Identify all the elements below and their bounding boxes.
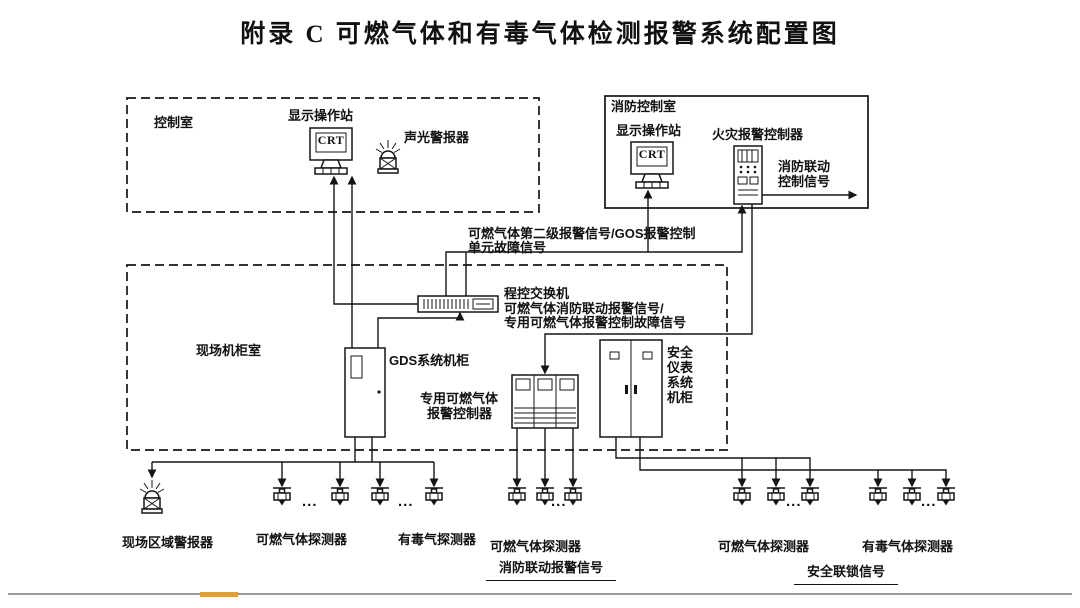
pbx-out-signal-label: 可燃气体消防联动报警信号/ — [504, 301, 664, 316]
wire-fire-controller-to-dedicated-controller — [540, 204, 753, 375]
detector-icon — [902, 487, 922, 507]
dedicated-controller-label: 报警控制器 — [427, 406, 493, 421]
sound-light-alarm-label: 声光警报器 — [404, 130, 470, 145]
detector-group-label: 可燃气体探测器 — [718, 539, 810, 554]
gds-cabinet-icon — [344, 347, 386, 438]
pbx-switch-icon — [417, 295, 499, 313]
sound-light-alarm-icon — [375, 139, 401, 174]
area-alarm-label: 现场区域警报器 — [122, 535, 214, 550]
footer-divider — [8, 593, 1072, 595]
safety-interlock-signal-label: 安全联锁信号 — [794, 564, 899, 585]
field-cabinet-room-label: 现场机柜室 — [196, 343, 262, 358]
second-level-signal-label: 可燃气体第二级报警信号/GOS报警控制 — [468, 226, 696, 241]
wire-sis-bus-2 — [639, 437, 951, 488]
ellipsis-more-detectors: ... — [302, 493, 318, 510]
fire-control-room-box — [604, 95, 869, 209]
ellipsis-more-detectors: ... — [398, 493, 414, 510]
control-room-box — [126, 97, 540, 213]
detector-icon — [370, 487, 390, 507]
ellipsis-more-detectors: ... — [921, 493, 937, 510]
display-station-label: 显示操作站 — [288, 108, 354, 123]
display-station-label: 显示操作站 — [616, 123, 682, 138]
detector-icon — [936, 487, 956, 507]
wire-pbx-to-control-crt — [329, 175, 418, 305]
fire-linkage-alarm-signal-label: 消防联动报警信号 — [486, 560, 617, 581]
dedicated-controller-label: 专用可燃气体 — [420, 391, 499, 406]
sis-cabinet-icon — [599, 339, 663, 438]
fire-linkage-signal-label: 消防联动 — [778, 159, 831, 174]
gas-detectors — [272, 487, 956, 507]
crt-label: CRT — [317, 133, 345, 147]
detector-group-label: 有毒气探测器 — [398, 532, 477, 547]
detector-icon — [330, 487, 350, 507]
sis-cabinet-label: 机柜 — [667, 390, 694, 405]
wire-sis-bus-1 — [615, 437, 815, 488]
second-level-signal-label: 单元故障信号 — [468, 240, 547, 255]
detector-group-label: 有毒气体探测器 — [862, 539, 954, 554]
detector-icon — [868, 487, 888, 507]
detector-group-label: 可燃气体探测器 — [490, 539, 582, 554]
crt-label: CRT — [638, 147, 666, 161]
wire-gds-to-pbx — [377, 311, 465, 348]
fire-control-room-label: 消防控制室 — [611, 99, 677, 114]
detector-group-label: 可燃气体探测器 — [256, 532, 348, 547]
page-title: 附录 C 可燃气体和有毒气体检测报警系统配置图 — [240, 21, 840, 48]
detector-icon — [800, 487, 820, 507]
footer-accent-bar — [200, 592, 238, 597]
ellipsis-more-detectors: ... — [551, 493, 567, 510]
detector-icon — [272, 487, 292, 507]
ellipsis-more-detectors: ... — [786, 493, 802, 510]
area-alarm-beacon-icon — [139, 479, 165, 514]
fire-alarm-controller-icon — [733, 145, 763, 205]
sis-cabinet-label: 仪表 — [667, 360, 694, 375]
control-room-label: 控制室 — [154, 115, 194, 130]
field-cabinet-room-box — [126, 264, 728, 451]
pbx-out-signal-label: 专用可燃气体报警控制故障信号 — [504, 315, 687, 330]
detector-icon — [766, 487, 786, 507]
detector-icon — [424, 487, 444, 507]
wire-pbx-to-fire-controller — [445, 204, 747, 296]
gds-cabinet-label: GDS系统机柜 — [389, 353, 470, 368]
dedicated-controller-icon — [511, 374, 579, 429]
fire-linkage-signal-label: 控制信号 — [778, 174, 831, 189]
detector-icon — [732, 487, 752, 507]
detector-icon — [563, 487, 583, 507]
detector-icon — [507, 487, 527, 507]
sis-cabinet-label: 系统 — [667, 375, 694, 390]
pbx-switch-label: 程控交换机 — [504, 286, 570, 301]
sis-cabinet-label: 安全 — [667, 345, 694, 360]
fire-alarm-controller-label: 火灾报警控制器 — [712, 127, 804, 142]
connector-wires — [147, 175, 951, 488]
